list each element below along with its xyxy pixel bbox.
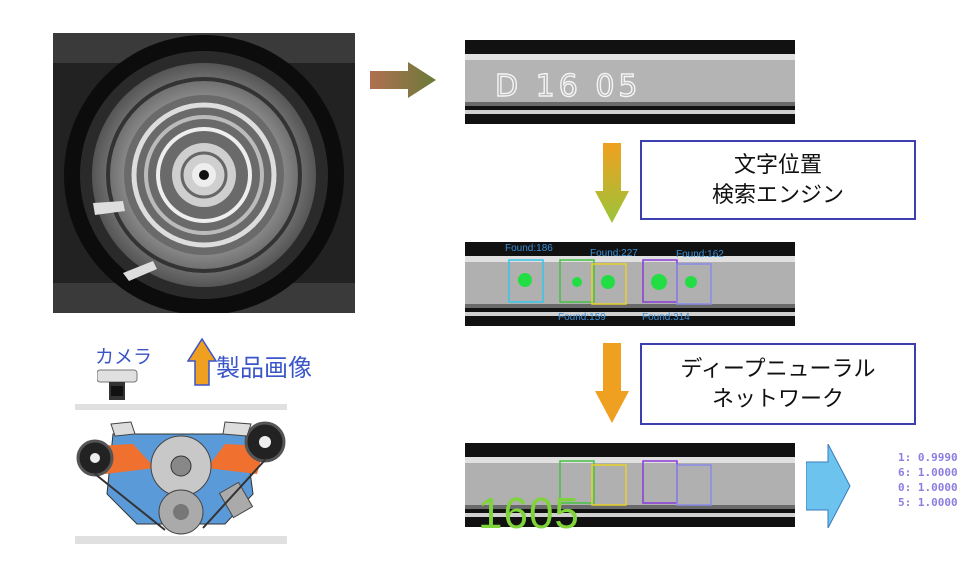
dnn-line2: ネットワーク <box>711 387 844 412</box>
detection-box <box>508 259 544 303</box>
detection-label: Found:227 <box>590 248 638 259</box>
detection-strip-image <box>465 242 795 326</box>
engine-illustration <box>75 404 287 544</box>
deep-neural-network-box: ディープニューラル ネットワーク <box>640 343 916 425</box>
detection-label: Found:186 <box>505 243 553 254</box>
confidence-scores: 1: 0.9990 6: 1.0000 0: 1.0000 5: 1.0000 <box>898 450 958 510</box>
product-image-label: 製品画像 <box>216 354 312 382</box>
detection-box <box>591 263 627 305</box>
detection-center <box>601 275 615 289</box>
arrow-up-icon <box>187 337 217 386</box>
char-position-search-engine-box: 文字位置 検索エンジン <box>640 140 916 220</box>
score-line: 1: 0.9990 <box>898 451 958 464</box>
result-box <box>591 464 627 506</box>
stamp-text: D 16 05 <box>495 69 642 104</box>
score-line: 5: 1.0000 <box>898 496 958 509</box>
detection-center <box>518 273 532 287</box>
arrow-right-icon <box>806 444 851 528</box>
detection-label: Found:159 <box>558 312 606 323</box>
dnn-line1: ディープニューラル <box>680 357 876 382</box>
detection-label: Found:162 <box>676 249 724 260</box>
camera-label: カメラ <box>95 346 153 368</box>
search-engine-line2: 検索エンジン <box>711 183 844 208</box>
score-line: 0: 1.0000 <box>898 481 958 494</box>
result-strip-image <box>465 443 795 527</box>
detection-center <box>572 277 582 287</box>
search-engine-line1: 文字位置 <box>733 153 822 178</box>
detection-center <box>651 274 667 290</box>
recognized-number: 1605 <box>478 489 580 538</box>
detection-label: Found:314 <box>642 312 690 323</box>
detection-center <box>685 276 697 288</box>
detection-box <box>559 259 595 303</box>
arrow-right-icon <box>370 62 436 98</box>
arrow-down-icon <box>595 143 629 223</box>
score-line: 6: 1.0000 <box>898 466 958 479</box>
product-photo <box>53 33 355 313</box>
arrow-down-icon <box>595 343 629 423</box>
stamp-crop-image: D 16 05 <box>465 40 795 124</box>
result-box <box>676 464 712 506</box>
result-box <box>559 460 595 504</box>
detection-box <box>676 263 712 305</box>
camera-icon <box>97 369 138 400</box>
